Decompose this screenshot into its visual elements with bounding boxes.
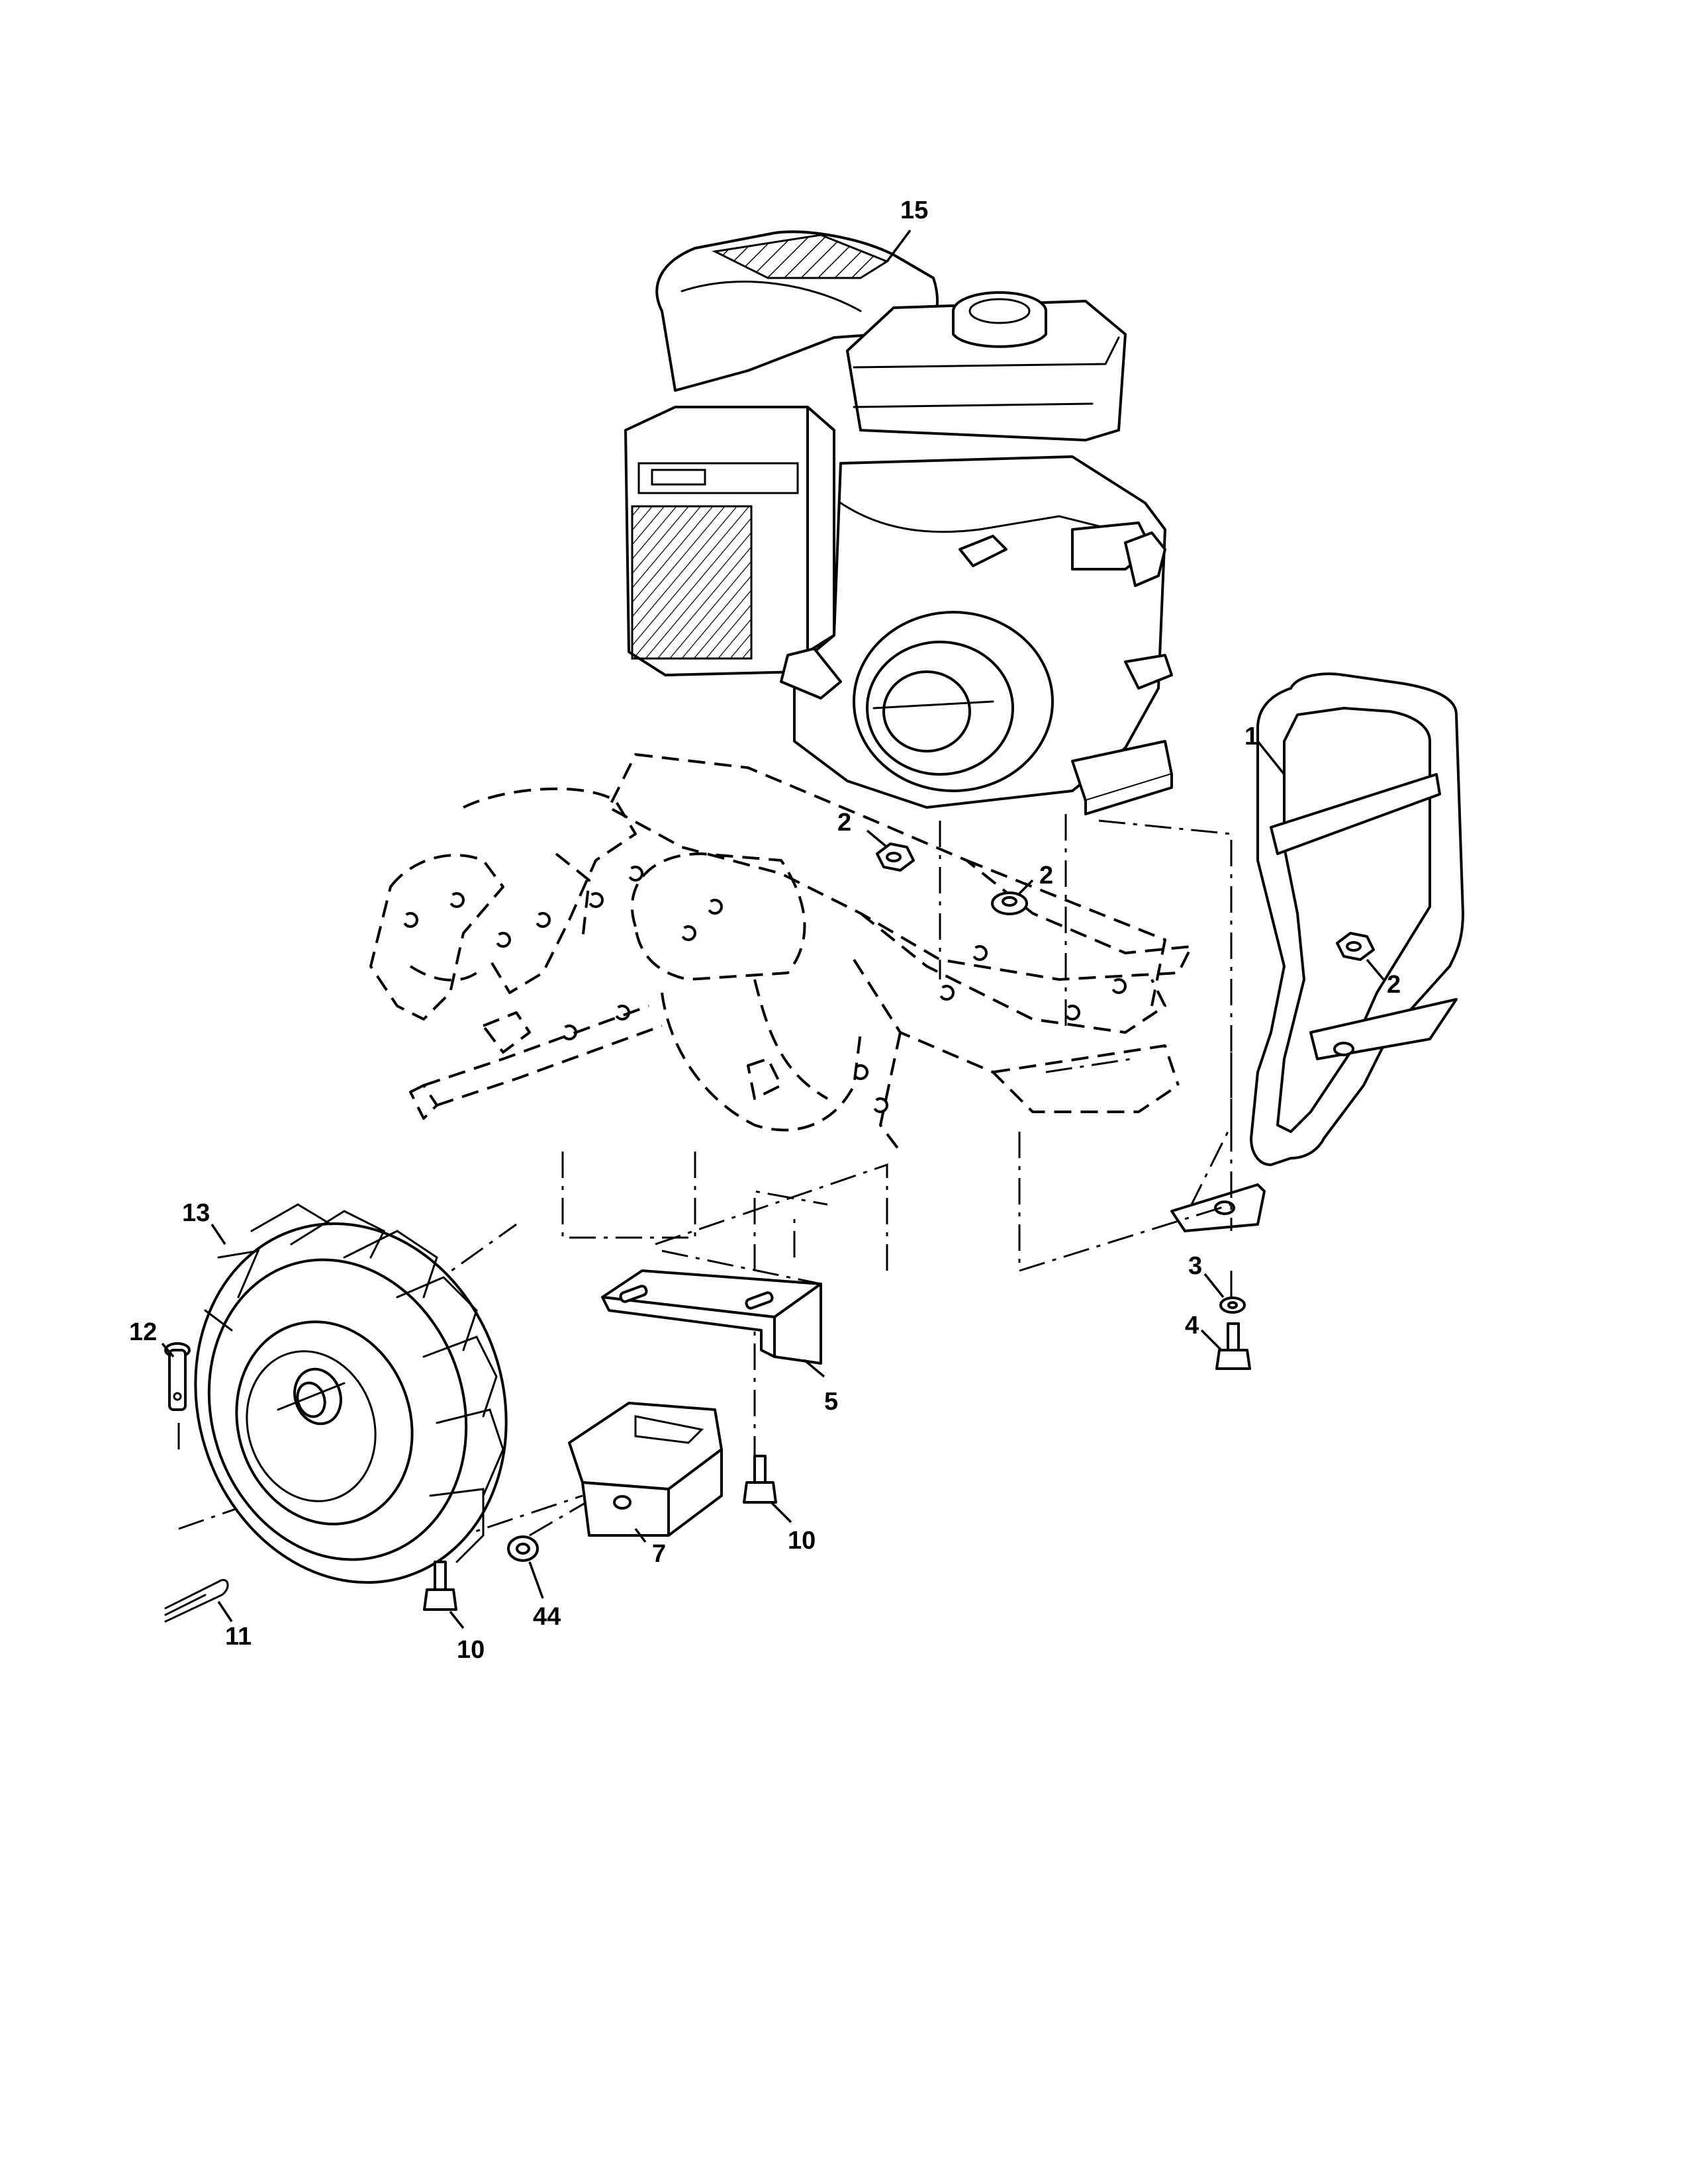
callout-10-left: 10 xyxy=(457,1636,485,1664)
hex-bolt-b xyxy=(423,1561,457,1611)
hex-bolt-a xyxy=(743,1455,777,1504)
leader-lines xyxy=(161,229,1385,1629)
wheel-tire xyxy=(194,1203,508,1584)
lock-nut-a xyxy=(876,842,915,872)
flat-washer xyxy=(1219,1297,1246,1314)
clevis-pin xyxy=(164,1342,191,1411)
mounting-bracket xyxy=(601,1269,822,1365)
hex-bolt-c xyxy=(1215,1322,1251,1370)
callout-44: 44 xyxy=(533,1603,561,1631)
callout-3: 3 xyxy=(1188,1252,1202,1280)
tiller-frame-phantom xyxy=(369,753,1193,1153)
callout-1: 1 xyxy=(1244,723,1258,751)
front-bumper xyxy=(1170,672,1464,1232)
callout-12: 12 xyxy=(129,1318,157,1346)
lock-nut-c xyxy=(1336,932,1375,961)
callout-4: 4 xyxy=(1185,1312,1199,1340)
hairpin-cotter xyxy=(164,1579,229,1623)
callout-2-center: 2 xyxy=(1039,862,1053,889)
callout-10-right: 10 xyxy=(788,1527,816,1555)
callout-2-right: 2 xyxy=(1387,971,1401,999)
engine xyxy=(624,230,1173,815)
callout-2-left: 2 xyxy=(837,809,851,837)
callout-13: 13 xyxy=(182,1199,210,1227)
lock-nut-b xyxy=(991,891,1028,915)
callout-15: 15 xyxy=(900,197,928,224)
callout-labels: 15 1 2 2 2 3 4 5 7 10 10 44 11 12 13 xyxy=(129,197,1401,1664)
weight-block xyxy=(568,1402,723,1537)
hex-nut xyxy=(507,1535,539,1562)
callout-7: 7 xyxy=(652,1540,666,1568)
assembly-lines xyxy=(177,814,1233,1562)
callout-11: 11 xyxy=(225,1623,252,1651)
callout-5: 5 xyxy=(824,1388,838,1416)
